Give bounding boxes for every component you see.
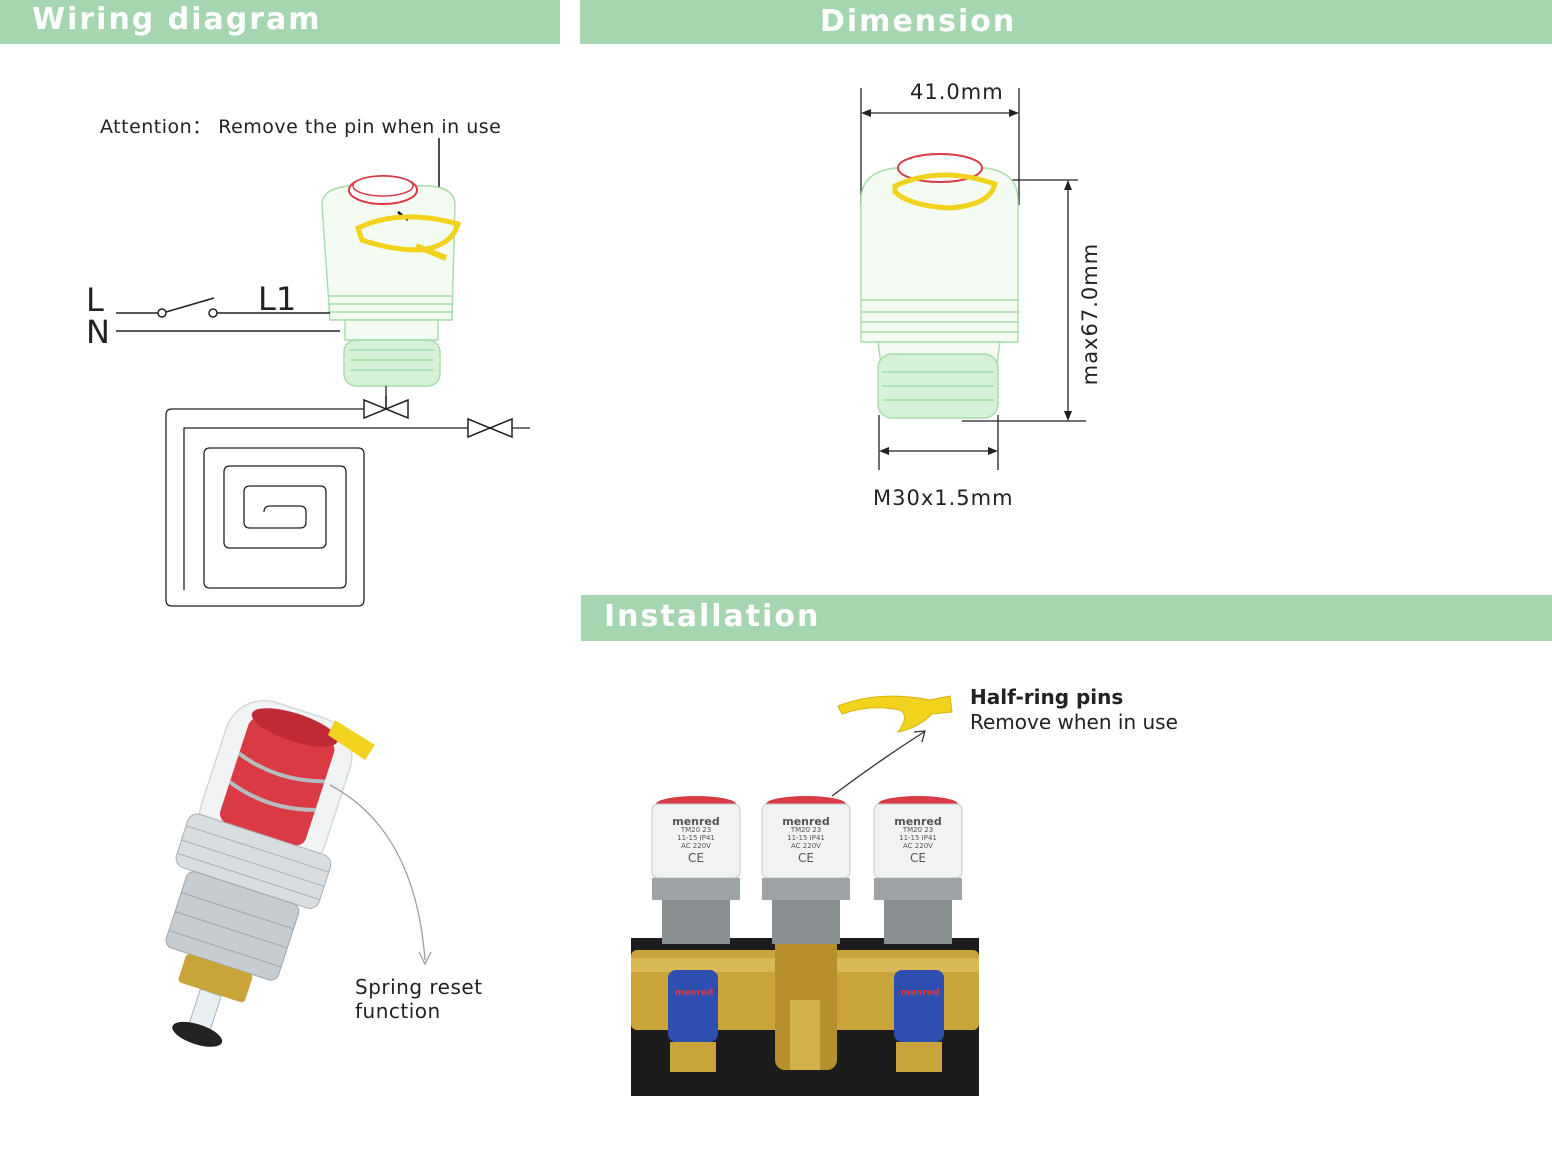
direction-arrow-icon — [397, 211, 409, 221]
brand-text: menred — [894, 815, 942, 828]
width-dimension: 41.0mm — [910, 80, 1004, 104]
height-dimension: max67.0mm — [1078, 242, 1102, 386]
spec-text: 11-15 IP41 — [899, 834, 937, 842]
l1-label: L1 — [258, 280, 297, 318]
spec-text: 11-15 IP41 — [787, 834, 825, 842]
valve-brand-label: menred — [900, 988, 940, 998]
brand-text: menred — [672, 815, 720, 828]
thread-dimension: M30x1.5mm — [873, 486, 1014, 510]
live-label: L — [86, 281, 104, 319]
neutral-label: N — [86, 313, 110, 351]
voltage-text: AC 220V — [791, 842, 821, 850]
yellow-pin-icon — [892, 172, 998, 211]
pin-pointer-arrow — [435, 138, 443, 214]
actuator-outline-icon — [860, 167, 1019, 419]
voltage-text: AC 220V — [681, 842, 711, 850]
valve-icon — [467, 417, 513, 439]
spring-pointer-arrow — [329, 784, 426, 961]
dimension-header-bar — [580, 0, 1552, 44]
spec-text: 11-15 IP41 — [677, 834, 715, 842]
actuator-cutaway-icon — [165, 699, 353, 1047]
dimension-title: Dimension — [820, 4, 1017, 39]
ce-mark: CE — [910, 851, 926, 865]
half-ring-pin-icon — [837, 695, 953, 733]
valve-brand-label: menred — [674, 988, 714, 998]
yellow-pin-icon — [354, 214, 462, 253]
brand-text: menred — [782, 815, 830, 828]
wiring-diagram-title: Wiring diagram — [32, 2, 322, 37]
model-text: TM20 23 — [790, 826, 822, 834]
actuator-label: menred TM20 23 11-15 IP41 AC 220V CE — [874, 815, 962, 865]
model-text: TM20 23 — [680, 826, 712, 834]
dimension-lines — [860, 88, 1086, 470]
half-ring-pins-subtitle: Remove when in use — [970, 710, 1178, 734]
valve-icon — [363, 396, 409, 420]
spring-reset-label-2: function — [355, 999, 441, 1023]
actuator-label: menred TM20 23 11-15 IP41 AC 220V CE — [652, 815, 740, 865]
ce-mark: CE — [688, 851, 704, 865]
yellow-pin-icon — [328, 720, 375, 760]
red-cap-icon — [897, 153, 983, 183]
attention-note: Attention： Remove the pin when in use — [100, 116, 502, 138]
blue-valve-handle — [668, 970, 944, 1072]
ce-mark: CE — [798, 851, 814, 865]
installation-title: Installation — [604, 599, 821, 634]
wiring-diagram-header-bar — [0, 0, 560, 44]
installation-header-bar — [581, 595, 1552, 641]
manifold-frame — [631, 938, 979, 1096]
model-text: TM20 23 — [902, 826, 934, 834]
half-ring-pins-title: Half-ring pins — [970, 685, 1124, 709]
spring-reset-label-1: Spring reset — [355, 975, 483, 999]
red-cap-icon — [348, 175, 418, 205]
switch-wiring — [116, 297, 340, 332]
floor-heating-coil — [165, 386, 530, 607]
voltage-text: AC 220V — [903, 842, 933, 850]
actuator-label: menred TM20 23 11-15 IP41 AC 220V CE — [762, 815, 850, 865]
actuator-outline-icon — [321, 185, 456, 387]
pin-arrow — [831, 731, 925, 797]
